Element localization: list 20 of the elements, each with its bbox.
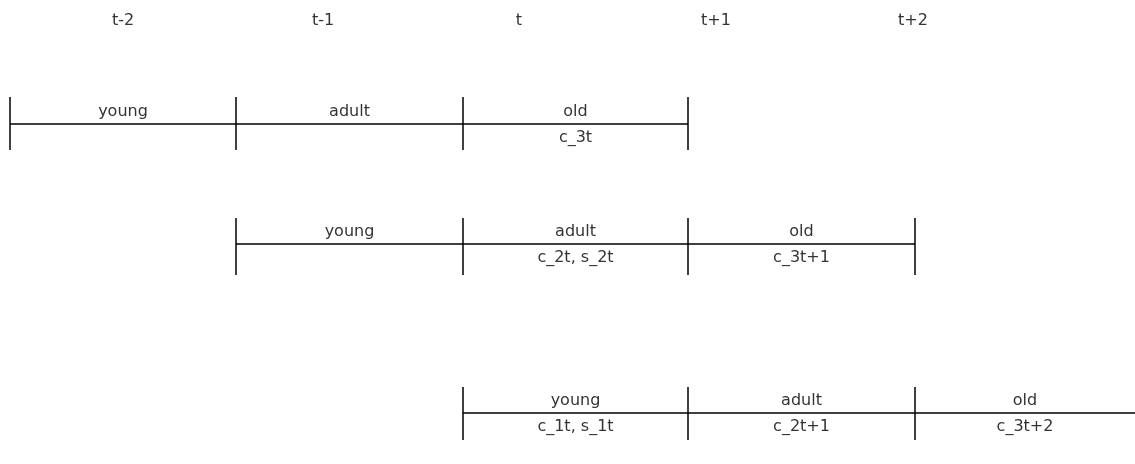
period-label: t+2 <box>898 10 928 30</box>
period-label: t-1 <box>311 10 335 30</box>
life-stage-label: old <box>1012 390 1038 410</box>
life-stage-label: young <box>98 101 148 121</box>
life-stage-label: adult <box>329 101 370 121</box>
life-stage-label: old <box>563 101 588 121</box>
period-label: t+1 <box>701 10 731 30</box>
variable-label: c_2t, s_2t <box>537 247 614 267</box>
period-label: t <box>515 10 523 30</box>
period-label: t-2 <box>111 10 135 30</box>
variable-label: c_3t+1 <box>773 247 830 267</box>
life-stage-label: adult <box>781 390 822 410</box>
life-stage-label: adult <box>555 221 596 241</box>
variable-label: c_3t <box>558 127 593 147</box>
variable-label: c_1t, s_1t <box>537 416 614 436</box>
life-stage-label: old <box>789 221 814 241</box>
life-stage-label: young <box>324 221 375 241</box>
variable-label: c_2t+1 <box>773 416 830 436</box>
variable-label: c_3t+2 <box>996 416 1054 436</box>
life-stage-label: young <box>550 390 601 410</box>
